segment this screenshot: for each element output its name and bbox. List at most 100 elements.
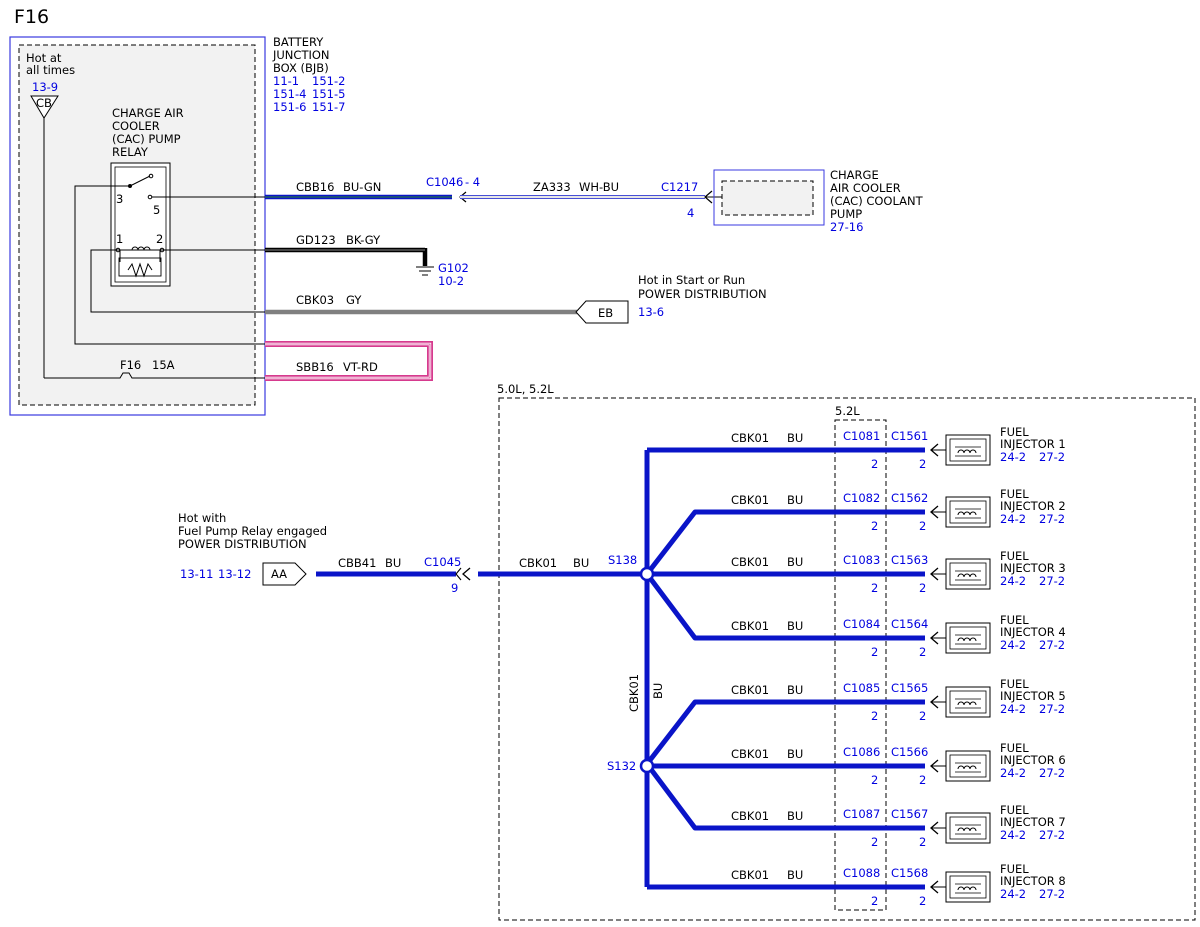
injector-pin-2: 2 [919,894,926,908]
c1217-label: C1217 [661,180,698,194]
bjb-ref: 11-1 [273,74,299,88]
injector-name-1: FUEL [1000,677,1029,691]
relay-symbol [110,162,265,287]
injector-wire-circuit: CBK01 [731,431,769,445]
pump-label-1: CHARGE [830,168,879,182]
injector-name-2: INJECTOR 2 [1000,499,1066,513]
bjb-internal-wires [43,118,265,379]
hot-label-1: Hot at [26,51,62,65]
injector-wire-color: BU [787,493,803,507]
wire-za333-circuit: ZA333 [533,180,571,194]
wire-sbb16-color: VT-RD [343,360,378,374]
injector-connector-2: C1568 [891,866,928,880]
bjb-ref: 151-6 [273,100,306,114]
injector-ref: 27-2 [1039,512,1065,526]
injector-inner-box [949,754,987,778]
pump-ref: 27-16 [830,220,863,234]
injector-connector-2: C1567 [891,807,928,821]
injector-wire-circuit: CBK01 [731,619,769,633]
eb-label-2: POWER DISTRIBUTION [638,287,767,301]
engine-region-label: 5.0L, 5.2L [497,382,554,396]
injector-wire-color: BU [787,809,803,823]
cb-tag: CB [36,96,52,110]
injector-wire-color: BU [787,747,803,761]
injector-coil-icon [957,637,977,642]
injector-coil-icon [957,511,977,516]
injector-coil-icon [957,827,977,832]
injector-connector-1: C1082 [843,491,880,505]
injector-connector-1: C1081 [843,429,880,443]
injector-ref: 24-2 [1000,638,1026,652]
injector-name-2: INJECTOR 5 [1000,689,1066,703]
pump-label-4: PUMP [830,207,862,221]
c1045-connector-icon [455,567,462,581]
injector-pin-2: 2 [919,581,926,595]
injector-ref: 27-2 [1039,702,1065,716]
splice-s132 [639,758,655,774]
bjb-title-2: JUNCTION [272,48,330,62]
injector-name-2: INJECTOR 3 [1000,561,1066,575]
injector-ref: 24-2 [1000,702,1026,716]
injector-pin-1: 2 [871,894,878,908]
c1045-pin: 9 [451,581,458,595]
wire-gd123-color: BK-GY [346,233,381,247]
g102-label: G102 [438,261,469,275]
cb-tag-icon [30,95,59,119]
injector-ref: 27-2 [1039,450,1065,464]
injector-coil-icon [957,573,977,578]
injector-connector-2: C1566 [891,745,928,759]
injector-pin-2: 2 [919,519,926,533]
injector-ref: 24-2 [1000,512,1026,526]
eb-label-1: Hot in Start or Run [638,273,745,287]
sub-region-label: 5.2L [835,404,860,418]
injector-wire-color: BU [787,868,803,882]
bjb-title-3: BOX (BJB) [273,61,329,75]
injector-wire [645,509,925,576]
aa-ref: 13-11 [180,567,213,581]
injector-box [945,558,991,590]
relay-pin-5: 5 [153,203,160,217]
injector-wire-circuit: CBK01 [731,555,769,569]
trunk-circuit: CBK01 [627,674,641,712]
relay-pin-1: 1 [116,232,123,246]
injector-wire [645,572,925,641]
injector-connector-1: C1086 [843,745,880,759]
aa-label-2: Fuel Pump Relay engaged [178,524,327,538]
injector-wire [645,762,925,831]
eb-tag-icon [575,300,629,324]
injector-pin-1: 2 [871,519,878,533]
injector-ref: 27-2 [1039,828,1065,842]
injector-name-1: FUEL [1000,613,1029,627]
injector-connector-2: C1563 [891,553,928,567]
wire-cbb41-circuit: CBB41 [338,556,376,570]
injector-name-2: INJECTOR 7 [1000,815,1066,829]
injector-pin-2: 2 [919,457,926,471]
sub-region-frame [834,419,887,911]
fuse-label: F16 [120,358,141,372]
injector-connector-2: C1565 [891,681,928,695]
aa-label-1: Hot with [178,511,226,525]
aa-label-3: POWER DISTRIBUTION [178,537,307,551]
injector-name-1: FUEL [1000,425,1029,439]
injector-ref: 24-2 [1000,766,1026,780]
injector-name-1: FUEL [1000,549,1029,563]
ground-icon [416,266,434,276]
injector-ref: 24-2 [1000,574,1026,588]
pump-label-3: (CAC) COOLANT [830,194,924,208]
injector-name-1: FUEL [1000,487,1029,501]
wire-cbk03-circuit: CBK03 [296,293,334,307]
injector-connector-2: C1561 [891,429,928,443]
injector-wire-circuit: CBK01 [731,809,769,823]
injector-ref: 27-2 [1039,766,1065,780]
injector-connector-1: C1083 [843,553,880,567]
bjb-ref: 151-5 [312,87,345,101]
injector-pin-2: 2 [919,773,926,787]
injector-name-1: FUEL [1000,803,1029,817]
injector-inner-box [949,626,987,650]
injector-inner-box [949,562,987,586]
injector-connector-1: C1087 [843,807,880,821]
injector-wire-color: BU [787,619,803,633]
injector-pin-1: 2 [871,581,878,595]
